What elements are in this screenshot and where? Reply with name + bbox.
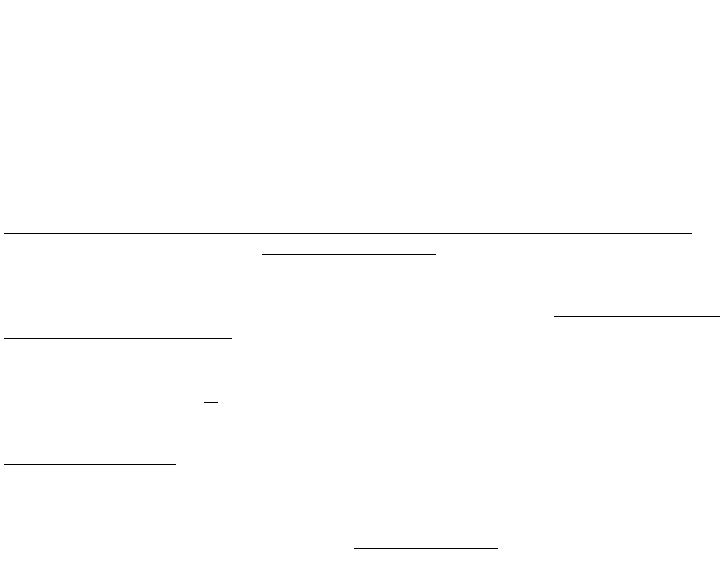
fill-in-blank-line xyxy=(4,338,232,339)
fill-in-blank-line xyxy=(204,402,218,403)
fill-in-blank-line xyxy=(4,233,692,234)
fill-in-blank-line xyxy=(262,254,436,255)
fill-in-blank-line xyxy=(554,316,720,317)
fill-in-blank-line xyxy=(4,464,176,465)
fill-in-blank-line xyxy=(354,548,498,549)
